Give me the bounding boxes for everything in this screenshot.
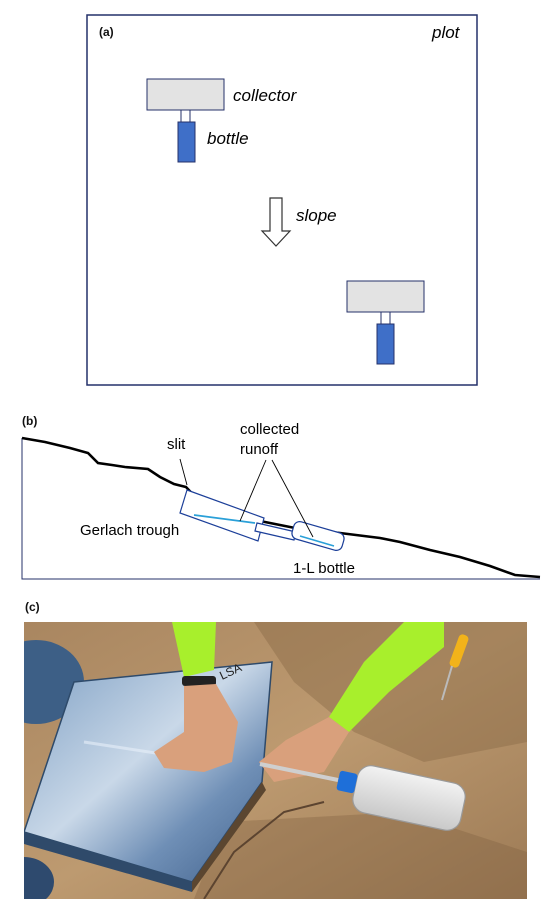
field-photo: LSA: [24, 622, 527, 899]
bottle-label-b: 1-L bottle: [293, 560, 355, 577]
left-hand: [154, 684, 238, 772]
slit-label: slit: [167, 436, 186, 453]
screwdriver-handle: [449, 634, 469, 668]
slope-arrow-icon: [260, 197, 292, 247]
bottle-tube: [259, 762, 339, 782]
panel-c: (c): [0, 595, 550, 915]
bottle-water: [299, 535, 335, 547]
collector-lower: [346, 280, 425, 313]
bottle-cap: [336, 770, 358, 794]
trough-label: Gerlach trough: [80, 522, 179, 539]
collector-upper: [146, 78, 225, 111]
plot-diagram: plot collector bottle slope: [86, 14, 478, 386]
trough-water: [193, 514, 256, 524]
trough-cross-section: slit collected runoff Gerlach trough 1-L…: [21, 421, 541, 580]
panel-a-label: (a): [99, 25, 114, 39]
connector-lower: [380, 311, 391, 325]
right-hand: [259, 717, 349, 782]
right-sleeve: [329, 622, 444, 732]
runoff-leader-bottle: [271, 459, 314, 538]
plot-label: plot: [431, 23, 461, 42]
bottle-label: bottle: [207, 129, 249, 148]
bottle-lower: [376, 323, 395, 365]
slit-leader: [179, 458, 188, 486]
connector-upper: [180, 109, 191, 123]
panel-b-label: (b): [22, 414, 38, 428]
runoff-leader-trough: [239, 459, 267, 522]
panel-b: (b) slit collected runoff Gerlach trough…: [0, 405, 550, 585]
outlet-pipe: [254, 522, 297, 541]
panel-c-label: (c): [25, 600, 40, 614]
trough-side: [192, 782, 266, 892]
collector-label: collector: [233, 86, 298, 105]
bottle-cross-section: [291, 521, 345, 551]
gerlach-trough: [179, 489, 265, 542]
plot-boundary: [86, 14, 478, 386]
bottle-upper: [177, 121, 196, 163]
section-frame: [21, 438, 540, 580]
collected-label-line2: runoff: [240, 441, 279, 458]
trough-side: [24, 832, 192, 892]
watch: [182, 676, 216, 686]
shadow-area-lower: [194, 812, 527, 899]
collected-label-line1: collected: [240, 421, 299, 438]
slope-label: slope: [296, 206, 337, 225]
screwdriver-shaft: [441, 665, 453, 701]
soil-crack: [203, 801, 325, 899]
left-sleeve: [172, 622, 216, 677]
panel-a: (a) plot collector bottle slope: [0, 0, 550, 400]
ground-surface: [21, 436, 541, 579]
shoe: [24, 857, 54, 899]
